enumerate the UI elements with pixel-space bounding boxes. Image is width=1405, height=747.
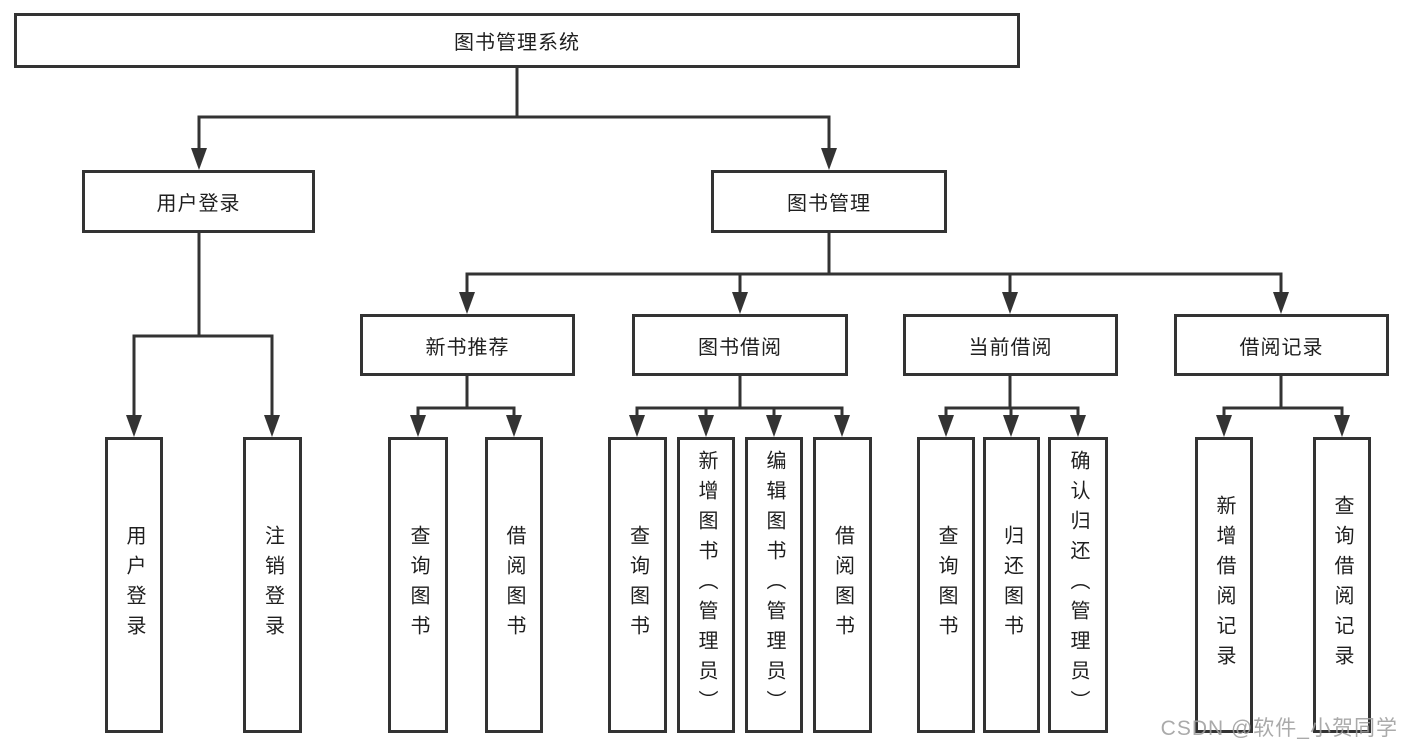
- node-borrowing-records: 借阅记录: [1174, 314, 1389, 376]
- leaf-add-books-admin: 新增图书（管理员）: [677, 437, 735, 733]
- csdn-watermark: CSDN @软件_小贺同学: [1160, 717, 1398, 740]
- leaf-return-books: 归还图书: [983, 437, 1040, 733]
- node-user-login: 用户登录: [82, 170, 315, 233]
- node-book-management: 图书管理: [711, 170, 947, 233]
- connector-paths: [132, 68, 1344, 417]
- arrowheads: [126, 148, 1350, 437]
- leaf-query-books-3: 查询图书: [917, 437, 975, 733]
- leaf-edit-books-admin: 编辑图书（管理员）: [745, 437, 803, 733]
- leaf-user-login: 用户登录: [105, 437, 163, 733]
- leaf-query-borrow-record: 查询借阅记录: [1313, 437, 1371, 733]
- node-current-borrowing: 当前借阅: [903, 314, 1118, 376]
- node-library-management-system: 图书管理系统: [14, 13, 1020, 68]
- leaf-query-books-2: 查询图书: [608, 437, 667, 733]
- leaf-add-borrow-record: 新增借阅记录: [1195, 437, 1253, 733]
- node-book-borrowing: 图书借阅: [632, 314, 848, 376]
- leaf-borrow-books-2: 借阅图书: [813, 437, 872, 733]
- node-new-book-recommendation: 新书推荐: [360, 314, 575, 376]
- leaf-logout: 注销登录: [243, 437, 302, 733]
- leaf-borrow-books-1: 借阅图书: [485, 437, 543, 733]
- leaf-query-books-1: 查询图书: [388, 437, 448, 733]
- leaf-confirm-return-admin: 确认归还（管理员）: [1048, 437, 1108, 733]
